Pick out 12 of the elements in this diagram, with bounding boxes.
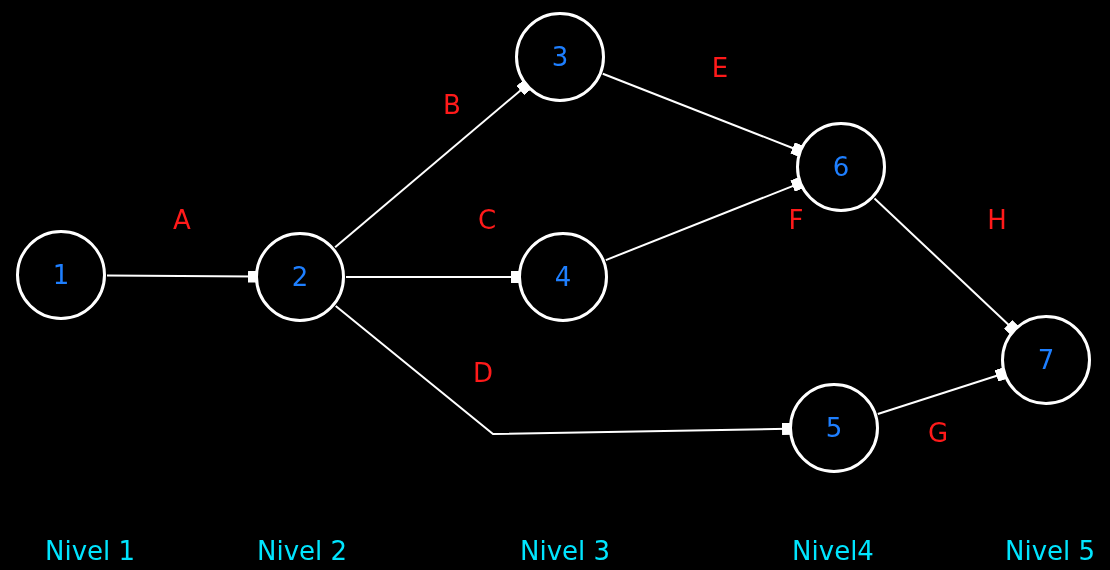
level-label: Nivel 5 <box>1004 536 1096 566</box>
level-label: Nivel 1 <box>44 536 136 566</box>
level-label: Nivel4 <box>792 536 874 566</box>
node-number: 4 <box>554 262 572 292</box>
level-label: Nivel 2 <box>256 536 348 566</box>
node-number: 2 <box>291 262 309 292</box>
node-number: 6 <box>832 152 850 182</box>
node-number: 1 <box>52 260 70 290</box>
node-number: 7 <box>1037 345 1055 375</box>
node-number: 3 <box>551 42 569 72</box>
node-number: 5 <box>825 413 843 443</box>
level-label: Nivel 3 <box>519 536 611 566</box>
